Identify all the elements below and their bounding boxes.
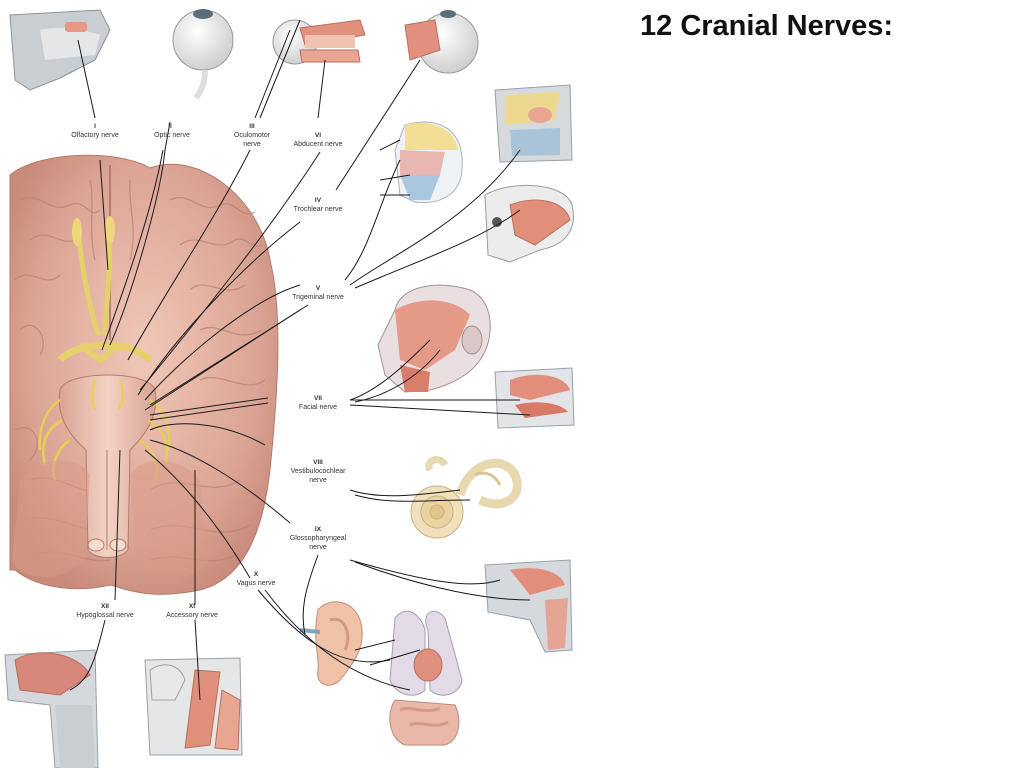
label-oculomotor: III Oculomotor nerve <box>234 123 271 148</box>
svg-text:X: X <box>254 571 259 578</box>
slide-title: 12 Cranial Nerves: <box>640 10 894 42</box>
nerve-labels: I Olfactory nerve II Optic nerve III Ocu… <box>71 123 346 619</box>
svg-text:nerve: nerve <box>309 477 327 484</box>
label-hypoglossal: XII Hypoglossal nerve <box>76 603 134 619</box>
vagus-ear-illustration <box>299 601 363 686</box>
svg-text:nerve: nerve <box>243 141 261 148</box>
svg-text:II: II <box>168 123 172 130</box>
svg-text:Hypoglossal nerve: Hypoglossal nerve <box>76 612 134 619</box>
svg-text:Vestibulocochlear: Vestibulocochlear <box>291 468 347 475</box>
trigeminal-nasal-oral-illustration <box>494 84 573 163</box>
vestibulocochlear-ear-illustration <box>410 456 522 539</box>
cranial-nerves-illustration: I Olfactory nerve II Optic nerve III Ocu… <box>4 9 575 768</box>
hypoglossal-tongue-illustration <box>4 649 99 768</box>
svg-text:I: I <box>94 123 96 130</box>
facial-tongue-illustration <box>494 367 575 429</box>
svg-text:III: III <box>249 123 255 130</box>
svg-text:Oculomotor: Oculomotor <box>234 132 271 139</box>
svg-text:VI: VI <box>315 132 321 139</box>
label-accessory: XI Accessory nerve <box>166 603 218 619</box>
svg-text:Accessory nerve: Accessory nerve <box>166 612 218 619</box>
trigeminal-skull-illustration <box>484 184 574 263</box>
svg-text:XII: XII <box>101 603 109 610</box>
trochlear-eye-illustration <box>404 10 479 74</box>
svg-text:nerve: nerve <box>309 544 327 551</box>
label-optic: II Optic nerve <box>154 123 190 139</box>
label-olfactory: I Olfactory nerve <box>71 123 119 139</box>
extraocular-muscles-illustration <box>272 19 366 65</box>
svg-text:VII: VII <box>314 395 322 402</box>
svg-text:Glossopharyngeal: Glossopharyngeal <box>290 535 347 542</box>
svg-text:XI: XI <box>189 603 195 610</box>
svg-text:Trigeminal nerve: Trigeminal nerve <box>292 294 344 301</box>
facial-head-illustration <box>377 284 491 393</box>
glossopharyngeal-throat-illustration <box>484 559 573 653</box>
svg-text:Facial nerve: Facial nerve <box>299 404 337 411</box>
label-facial: VII Facial nerve <box>299 395 337 411</box>
label-trigeminal: V Trigeminal nerve <box>292 285 344 301</box>
label-vestibulocochlear: VIII Vestibulocochlear nerve <box>291 459 347 484</box>
label-trochlear: IV Trochlear nerve <box>294 197 343 213</box>
svg-text:VIII: VIII <box>313 459 323 466</box>
accessory-neck-illustration <box>144 657 243 756</box>
svg-text:IV: IV <box>315 197 322 204</box>
svg-text:Olfactory nerve: Olfactory nerve <box>71 132 119 139</box>
label-abducent: VI Abducent nerve <box>293 132 342 148</box>
brain-inferior-view <box>9 154 279 595</box>
vagus-viscera-illustration <box>389 610 463 746</box>
label-glossopharyngeal: IX Glossopharyngeal nerve <box>290 526 347 551</box>
svg-text:Trochlear nerve: Trochlear nerve <box>294 206 343 213</box>
svg-text:Optic nerve: Optic nerve <box>154 132 190 139</box>
svg-text:Vagus nerve: Vagus nerve <box>237 580 276 587</box>
svg-text:V: V <box>316 285 321 292</box>
trigeminal-face-illustration <box>394 121 463 204</box>
olfactory-nasal-illustration <box>9 9 111 91</box>
optic-eye-illustration <box>172 9 234 100</box>
nerve-leader-lines <box>69 19 531 701</box>
svg-text:Abducent nerve: Abducent nerve <box>293 141 342 148</box>
svg-text:IX: IX <box>315 526 322 533</box>
label-vagus: X Vagus nerve <box>237 571 276 587</box>
